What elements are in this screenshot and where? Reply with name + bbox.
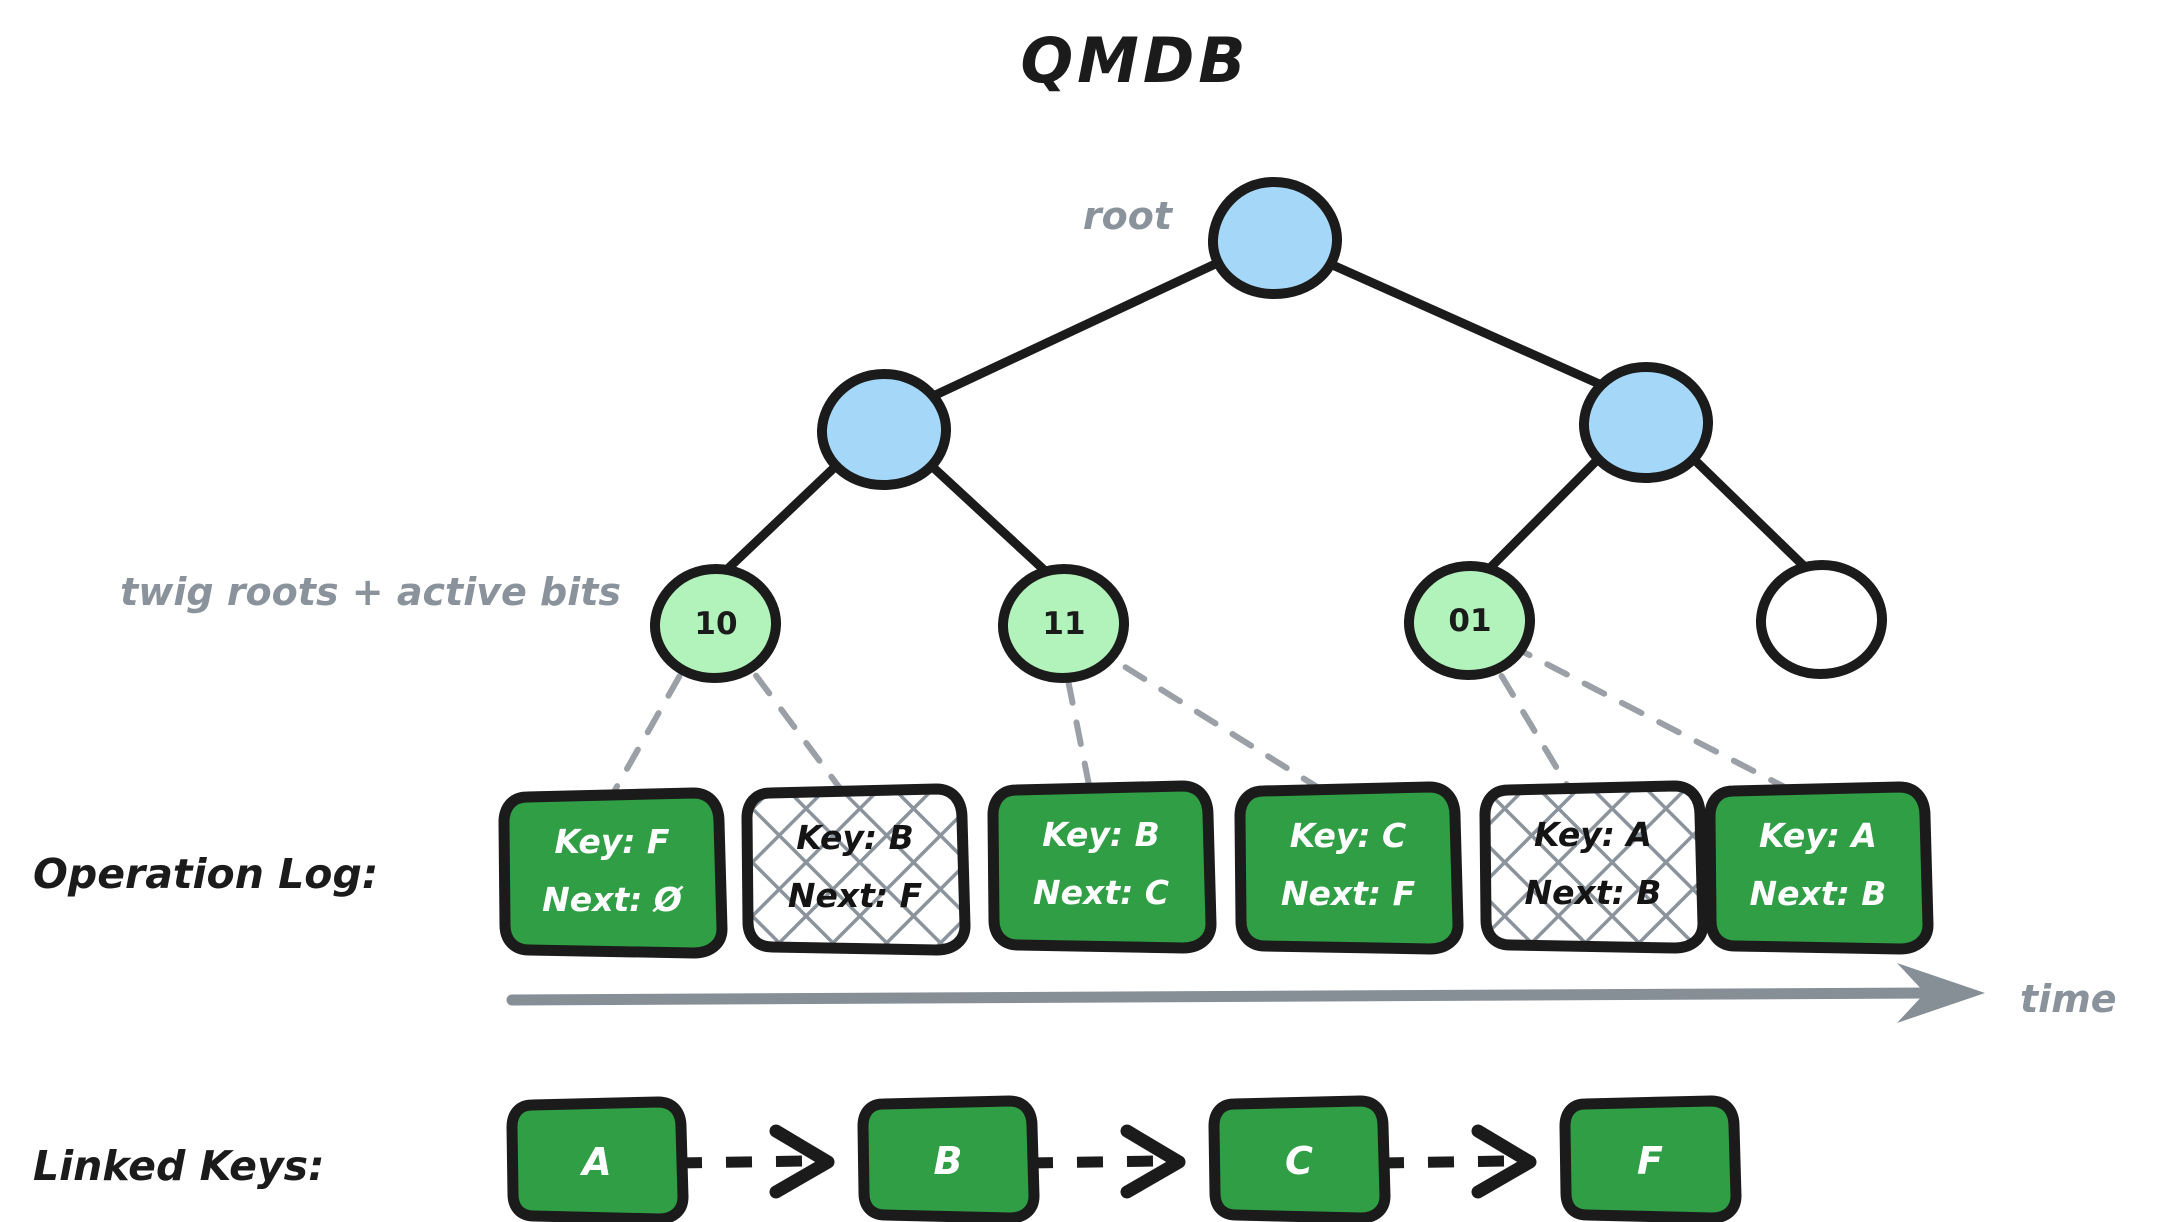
- linked-key-C-box: [1208, 1095, 1391, 1222]
- entry-3-next: Next: F: [1281, 874, 1416, 913]
- entry-5-next: Next: B: [1750, 874, 1887, 913]
- operation-log-entry-4[interactable]: Key: A Next: B: [1479, 780, 1709, 954]
- twig-to-log-edges: [612, 637, 1803, 798]
- linked-key-C-label: C: [1285, 1139, 1313, 1183]
- linked-key-A-label: A: [579, 1140, 611, 1184]
- twig-node-11-shape: [998, 564, 1129, 683]
- internal-left-shape: [816, 369, 951, 490]
- entry-2-key: Key: B: [1042, 815, 1160, 854]
- twig-node-empty[interactable]: [1756, 560, 1887, 679]
- dash-twig1-entry3: [1087, 642, 1333, 798]
- linked-arrow-2-head: [1471, 1124, 1537, 1199]
- dash-twig2-entry4: [1477, 637, 1573, 793]
- linked-key-F-box: [1559, 1095, 1742, 1222]
- linked-arrow-0-head: [769, 1124, 835, 1199]
- dash-twig0-entry0: [612, 637, 703, 793]
- entry-3-box: [1234, 781, 1464, 955]
- edge-r-twig2: [1473, 435, 1622, 585]
- entry-2-next: Next: C: [1033, 873, 1169, 912]
- dash-twig0-entry1: [728, 639, 848, 798]
- operation-log-entry-2[interactable]: Key: B Next: C: [987, 780, 1217, 954]
- operation-log-label: Operation Log:: [33, 850, 378, 898]
- twig-node-empty-shape: [1756, 560, 1887, 679]
- twig-node-01-shape: [1404, 561, 1535, 680]
- linked-arrow-2-line: [1377, 1155, 1509, 1169]
- linked-arrow-1-head: [1120, 1124, 1186, 1199]
- entry-1-key: Key: B: [796, 818, 914, 857]
- entry-1-next: Next: F: [788, 876, 923, 915]
- twig-node-11-label: 11: [1042, 606, 1085, 642]
- entry-5-box: [1704, 781, 1934, 955]
- linked-key-node-C[interactable]: C: [1208, 1095, 1391, 1222]
- operation-log-entry-1[interactable]: Key: B Next: F: [741, 783, 971, 956]
- dash-twig1-entry2: [1057, 637, 1093, 793]
- twig-node-10-shape: [650, 564, 781, 683]
- twig-node-11[interactable]: 11: [998, 564, 1129, 683]
- page-title: QMDB: [1020, 24, 1249, 97]
- linked-key-B-box: [857, 1095, 1040, 1222]
- twig-roots-label: twig roots + active bits: [120, 570, 621, 614]
- tree-node-internal-right[interactable]: [1578, 362, 1713, 483]
- linked-key-F-label: F: [1637, 1139, 1663, 1183]
- entry-0-key: Key: F: [555, 822, 670, 861]
- dash-twig2-entry5: [1507, 642, 1803, 798]
- root-label: root: [1083, 194, 1174, 238]
- linked-key-node-B[interactable]: B: [857, 1095, 1040, 1222]
- time-arrow-head: [1897, 963, 1985, 1023]
- linked-key-B-label: B: [934, 1139, 963, 1183]
- root-node-shape: [1207, 177, 1342, 299]
- linked-keys-label: Linked Keys:: [33, 1142, 324, 1190]
- entry-4-box: [1479, 780, 1709, 954]
- operation-log-entry-0[interactable]: Key: F Next: Ø: [498, 787, 728, 959]
- entry-0-box: [498, 787, 728, 959]
- twig-node-01[interactable]: 01: [1404, 561, 1535, 680]
- linked-arrow-0-line: [675, 1155, 807, 1169]
- internal-right-shape: [1578, 362, 1713, 483]
- entry-4-next: Next: B: [1525, 873, 1662, 912]
- twig-node-01-label: 01: [1448, 603, 1491, 639]
- time-label: time: [2020, 977, 2117, 1021]
- operation-log-entry-3[interactable]: Key: C Next: F: [1234, 781, 1464, 955]
- twig-node-10-label: 10: [694, 606, 737, 642]
- tree-node-internal-left[interactable]: [816, 369, 951, 490]
- entry-2-box: [987, 780, 1217, 954]
- twig-node-10[interactable]: 10: [650, 564, 781, 683]
- time-axis: time: [506, 963, 2117, 1023]
- entry-5-key: Key: A: [1759, 816, 1877, 855]
- linked-arrow-1-line: [1026, 1155, 1158, 1169]
- edge-root-left: [892, 239, 1263, 418]
- edge-root-right: [1285, 241, 1649, 409]
- entry-3-key: Key: C: [1290, 816, 1407, 855]
- entry-4-key: Key: A: [1534, 815, 1652, 854]
- entry-0-next: Next: Ø: [542, 880, 684, 919]
- tree-node-root[interactable]: [1207, 177, 1342, 299]
- operation-log-entry-5[interactable]: Key: A Next: B: [1704, 781, 1934, 955]
- linked-keys-arrows: [675, 1124, 1537, 1199]
- entry-1-box: [741, 783, 971, 956]
- linked-key-A-box: [506, 1096, 689, 1222]
- linked-key-node-A[interactable]: A: [506, 1096, 689, 1222]
- time-axis-line: [506, 987, 1936, 1006]
- linked-key-node-F[interactable]: F: [1559, 1095, 1742, 1222]
